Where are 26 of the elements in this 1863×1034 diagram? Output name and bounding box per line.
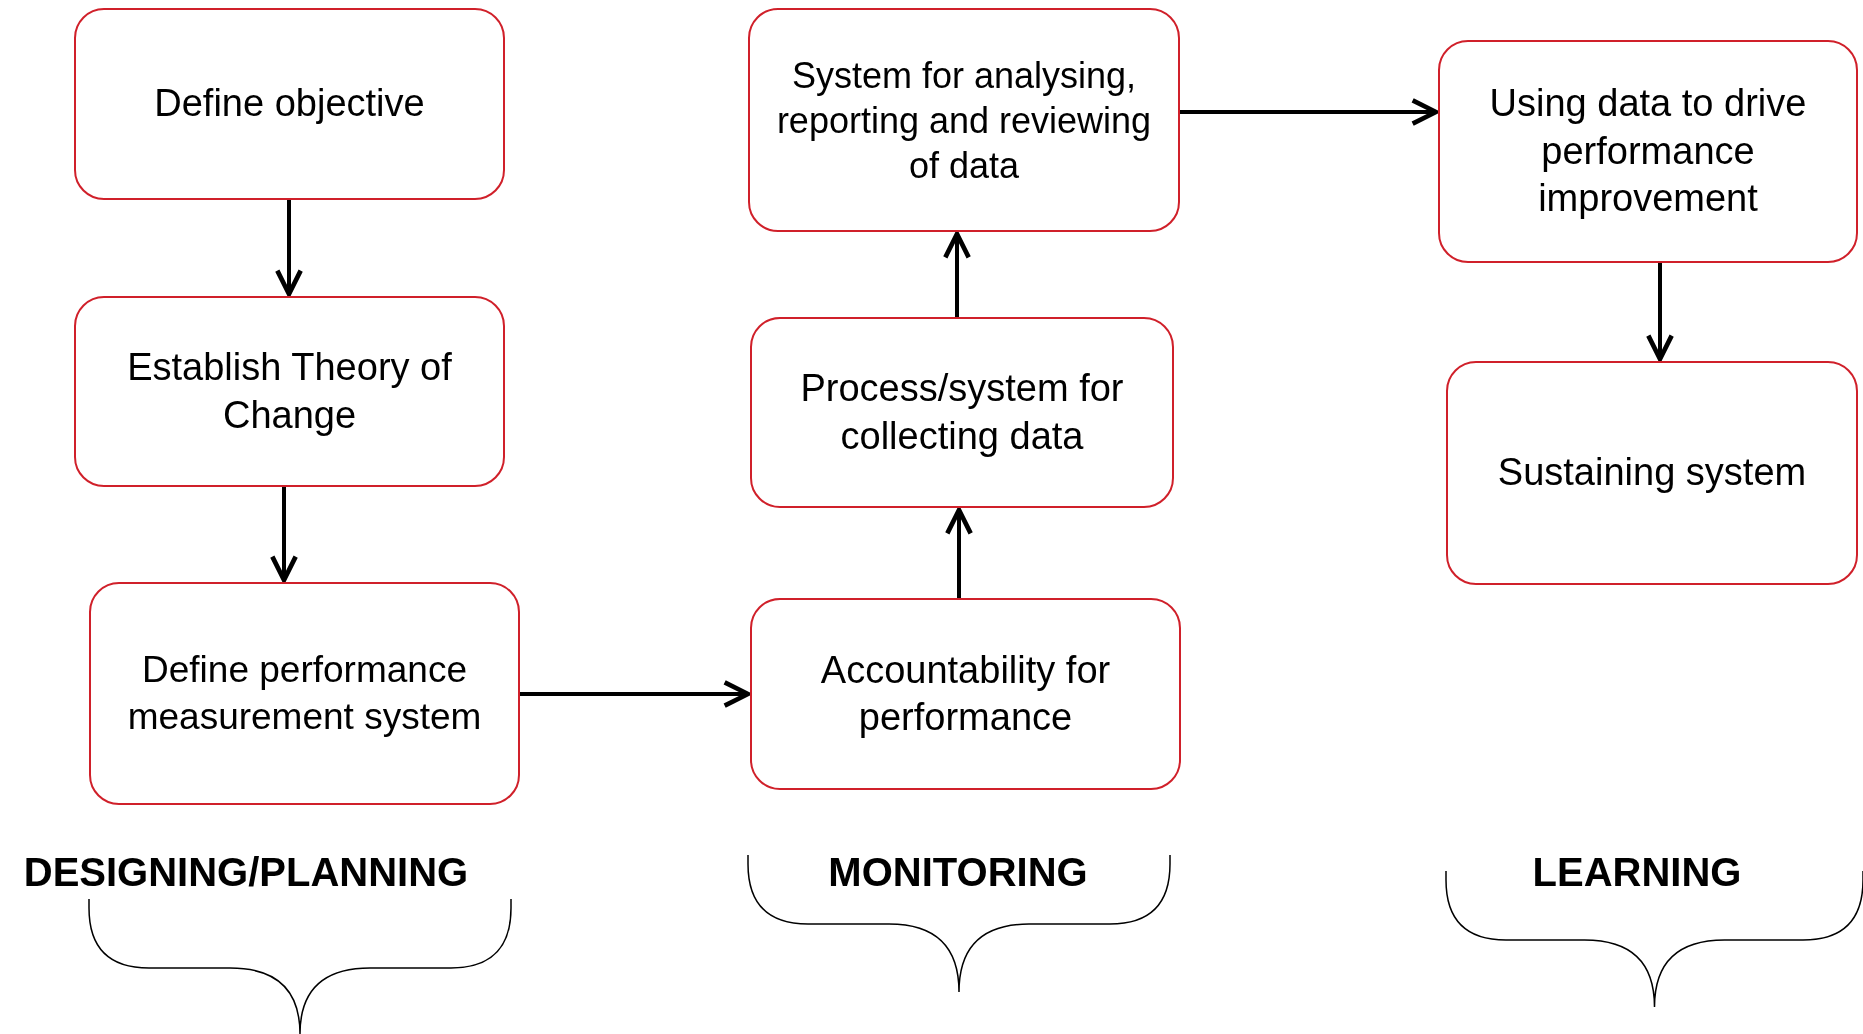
box-text: Define performance measurement system — [126, 648, 483, 739]
process-box — [750, 598, 1181, 790]
process-box — [74, 296, 505, 487]
process-box — [74, 8, 505, 200]
box-text: Sustaining system — [1497, 450, 1807, 496]
arrow — [943, 231, 971, 317]
box-text: Define objective — [154, 81, 425, 127]
box-text: Using data to drive performance improvement — [1488, 81, 1808, 222]
arrow — [270, 487, 298, 583]
phase-heading: DESIGNING/PLANNING — [23, 850, 469, 895]
arrow — [945, 507, 973, 598]
arrow — [275, 200, 303, 297]
process-box — [89, 582, 520, 805]
box-text: Accountability for performance — [819, 647, 1112, 740]
process-box — [1446, 361, 1858, 585]
phase-heading: LEARNING — [1532, 850, 1742, 895]
process-box — [748, 8, 1180, 232]
box-text: Establish Theory of Change — [126, 345, 453, 438]
arrow — [1646, 263, 1674, 362]
process-box — [1438, 40, 1858, 263]
arrow — [1180, 98, 1439, 126]
box-text: System for analysing, reporting and reviewing of data — [775, 53, 1153, 188]
phase-heading: MONITORING — [828, 850, 1088, 895]
box-text: Process/system for collecting data — [799, 366, 1125, 459]
arrow — [520, 680, 751, 708]
process-box — [750, 317, 1174, 508]
